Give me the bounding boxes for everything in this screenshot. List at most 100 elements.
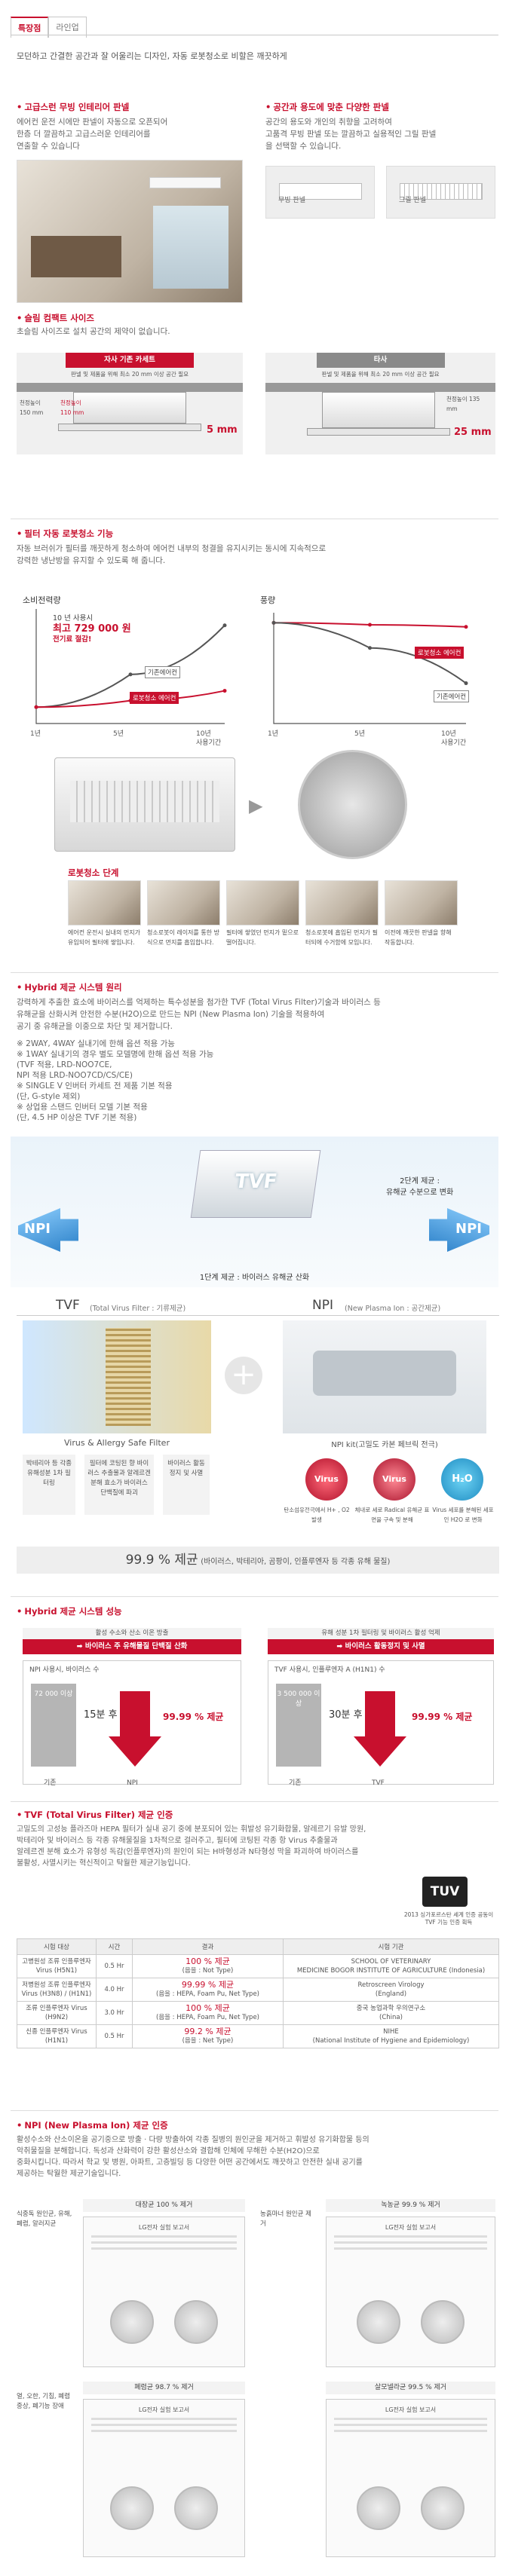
arrow-icon: ▶: [249, 795, 263, 816]
section-title-panels: •공간과 용도에 맞춘 다양한 판넬: [265, 102, 389, 112]
airflow-chart: 풍량 로봇청소 에어컨 기존에어컨 1년 5년 10년 사용기간: [260, 594, 494, 747]
bullet-icon: •: [17, 313, 23, 323]
petri-dish: [174, 2300, 218, 2344]
legend-base: 기존에어컨: [145, 666, 181, 678]
section-body-tvf-cert: 고밀도의 고성능 플라즈마 HEPA 필터가 실내 공기 중에 분포되어 있는 …: [17, 1825, 366, 1868]
section-body-slim: 초슬림 사이즈로 설치 공간의 제약이 없습니다.: [17, 327, 170, 336]
robot-zoom-image: [298, 750, 407, 859]
water-icon: H₂O: [441, 1458, 483, 1501]
bullet-icon: •: [17, 982, 23, 993]
divider: [11, 1801, 498, 1802]
xtick: 5년: [354, 730, 366, 738]
robot-step: 청소로봇에 흡입된 먼지가 필터되에 수거함에 모입니다.: [305, 880, 379, 947]
data-point: [222, 689, 227, 693]
tvf-filter-image: [23, 1320, 211, 1433]
legend-robot: 로봇청소 에어컨: [415, 647, 465, 659]
xtick: 5년: [113, 730, 124, 738]
npi-performance: 활성 수소와 산소 이온 방출 ➡ 바이러스 주 유해물질 단백질 산화 NPI…: [23, 1628, 241, 1787]
robot-step: 이전에 깨끗한 판넬을 향해 작동합니다.: [385, 880, 458, 947]
slim-bar-lg: 자사 기존 카세트: [66, 353, 194, 368]
tvf-step: 필터에 코팅된 향 바이러스 추출물과 알레르겐 분해 효소가 바이러스 단백질…: [84, 1455, 154, 1515]
petri-dish: [174, 2486, 218, 2530]
data-point: [222, 623, 227, 628]
power-chart-title: 소비전력량: [23, 595, 61, 605]
robot-steps: 에어컨 운전시 실내의 먼지가 유입되어 필터에 쌓입니다. 청소로봇이 레이저…: [68, 880, 460, 947]
result-banner: 99.9 % 제균 (바이러스, 박테리아, 곰팡이, 인플루엔자 등 각종 유…: [17, 1547, 499, 1574]
tab-lineup[interactable]: 라인업: [48, 17, 87, 38]
section-body-robot: 자동 브러쉬가 필터를 깨끗하게 청소하여 에어컨 내부의 청결을 유지시키는 …: [17, 544, 327, 565]
caption-moving-panel: 무빙 판넬: [278, 197, 305, 204]
bullet-icon: •: [17, 2120, 23, 2131]
robot-unit-image: [54, 757, 235, 852]
divider: [11, 972, 498, 973]
legend-robot: 로봇청소 에어컨: [130, 692, 179, 704]
robot-step: 에어컨 운전시 실내의 먼지가 유입되어 필터에 쌓입니다.: [68, 880, 141, 947]
cassette-image: TVF: [190, 1150, 321, 1218]
data-point: [128, 672, 133, 677]
section-title-slim: •슬림 컴팩트 사이즈: [17, 313, 95, 323]
doc-side-label: 농흙마너 원인균 제거: [260, 2210, 311, 2228]
petri-dish: [357, 2300, 400, 2344]
moving-panel-unit: [149, 177, 221, 188]
doc-card: 폐렴균 98.7 % 제거 LG전자 실험 보고서: [83, 2382, 245, 2562]
bullet-icon: •: [17, 102, 23, 112]
bullet-icon: •: [17, 528, 23, 539]
section-title-moving-panel: •고급스런 무빙 인테리어 판넬: [17, 102, 130, 112]
divider: [11, 2110, 498, 2111]
xtick: 1년: [30, 730, 41, 738]
power-chart-note: 10 년 사용시 최고 729 000 원 전기료 절감!: [53, 614, 131, 644]
section-title-robot: •필터 자동 로봇청소 기능: [17, 528, 114, 539]
virus-icon: Virus: [373, 1458, 415, 1501]
living-room-photo: [17, 160, 243, 303]
intro-text: 모던하고 간결한 공간과 잘 어울리는 디자인, 자동 로봇청소로 비할은 깨끗…: [17, 51, 287, 61]
table-row: 저병원성 조류 인플루엔자 Virus (H3N8) / (H1N1)4.0 H…: [17, 1978, 499, 2002]
hybrid-figure: TVF NPI NPI 2단계 제균 :유해균 수분으로 변화 1단계 제균 :…: [11, 1137, 498, 1287]
section-title-npi-cert: •NPI (New Plasma Ion) 제균 인증: [17, 2120, 168, 2131]
doc-side-label: 식중독 원인균, 유해, 폐렴, 알러지균: [17, 2210, 72, 2228]
tvf-performance: 유해 성분 1차 필터링 및 바이러스 활성 억제 ➡ 바이러스 활동정지 및 …: [268, 1628, 494, 1787]
table-row: 고병원성 조류 인플루엔자 Virus (H5N1)0.5 Hr 100 % 제…: [17, 1954, 499, 1978]
bullet-icon: •: [17, 1810, 23, 1820]
npi-kit-label: NPI kit(고밀도 카본 페브릭 전극): [331, 1441, 438, 1449]
plus-icon: +: [225, 1357, 262, 1394]
section-title-hybrid: •Hybrid 제균 시스템 원리: [17, 982, 122, 993]
window: [153, 206, 228, 289]
xlabel: 사용기간: [196, 739, 222, 747]
bullet-icon: •: [17, 1606, 23, 1617]
bar-before: 72 000 이상: [31, 1684, 76, 1767]
xlabel: 사용기간: [441, 739, 467, 747]
airflow-chart-plot: [271, 613, 468, 724]
badge-note: 2013 싱가포르스탄 세계 인증 공동이 TVF 기능 인증 획득: [403, 1911, 494, 1926]
slim-diagram-lg: 자사 기존 카세트 판넬 및 제품을 위해 최소 20 mm 이상 공간 필요 …: [17, 353, 243, 454]
airflow-chart-title: 풍량: [260, 595, 276, 605]
robot-step: 청소로봇이 레이저를 통한 방식으로 먼지를 흡입합니다.: [147, 880, 220, 947]
caption-grill-panel: 그릴 판넬: [399, 197, 426, 204]
bullet-icon: •: [265, 102, 271, 112]
petri-dish: [357, 2486, 400, 2530]
stage1-label: 1단계 제균 : 바이러스 유해균 산화: [199, 1274, 310, 1282]
chart-axis: [35, 609, 225, 724]
data-point: [464, 681, 468, 686]
section-body-npi-cert: 활성수소와 산소이온을 공기중으로 방출 · 다량 방출하여 각종 질병의 원인…: [17, 2136, 369, 2178]
doc-card: 살모넬라균 99.5 % 제거 LG전자 실험 보고서: [326, 2382, 495, 2562]
robot-step: 필터에 쌓였던 먼지가 밑으로 떨어집니다.: [226, 880, 299, 947]
petri-dish: [110, 2486, 154, 2530]
sofa: [31, 236, 121, 277]
npi-process: Virus Virus H₂O 탄소섬유전극에서 H+ , O2 발생 체내로 …: [283, 1451, 494, 1534]
tvf-step: 바이러스 활동정지 및 사멸: [163, 1455, 210, 1515]
table-row: 조류 인플루엔자 Virus (H9N2)3.0 Hr 100 % 제균(음을 …: [17, 2001, 499, 2025]
tvf-npi-header: TVF (Total Virus Filter : 기류제균) NPI (New…: [17, 1295, 499, 1316]
xtick: 10년: [441, 730, 456, 738]
petri-dish: [421, 2300, 465, 2344]
section-title-performance: •Hybrid 제균 시스템 성능: [17, 1606, 122, 1617]
xtick: 1년: [268, 730, 279, 738]
data-point: [368, 623, 372, 627]
grill-panel-photo: [386, 166, 495, 219]
doc-side-label: 열, 오한, 기침, 폐렴 중상, 폐기능 장애: [17, 2393, 70, 2410]
tab-features[interactable]: 특장점: [11, 17, 49, 38]
moving-panel-photo: [265, 166, 375, 219]
slim-delta-other: 25 mm: [454, 427, 492, 438]
cert-table: 시험 대상 시간 결과 시험 기관 고병원성 조류 인플루엔자 Virus (H…: [17, 1938, 499, 2048]
data-point: [464, 625, 468, 629]
